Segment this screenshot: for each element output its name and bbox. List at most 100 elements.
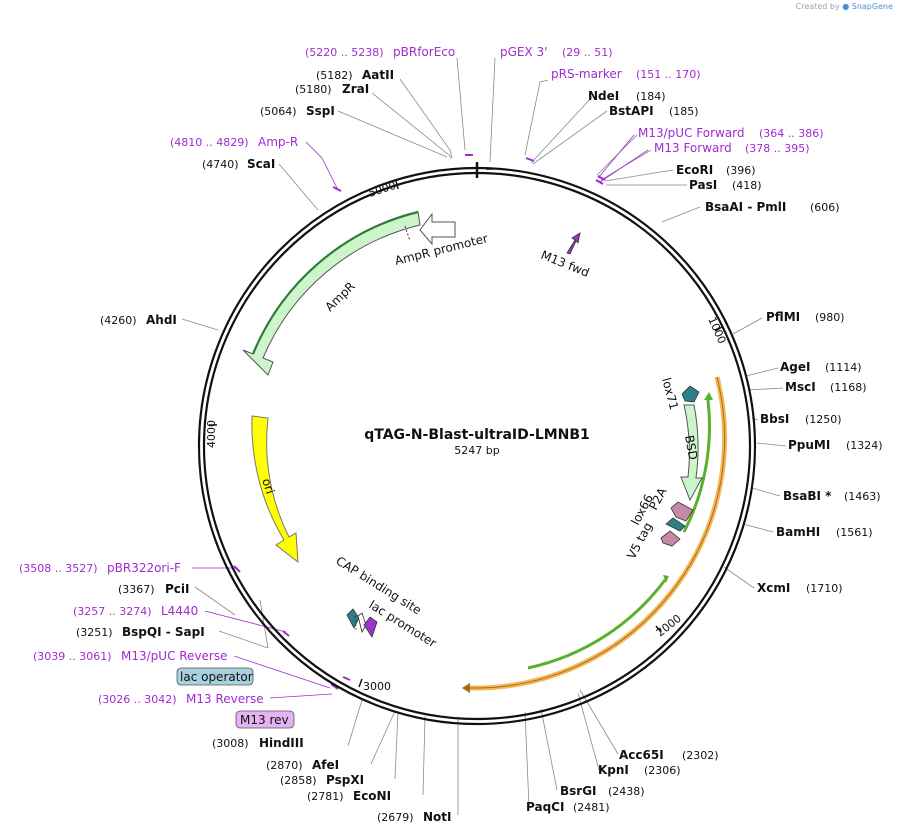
insert-orange-arc [462,376,728,693]
enzyme-name-ecori: EcoRI [676,163,713,177]
enzyme-pos-aatii: (5182) [316,69,353,82]
enzyme-name-noti: NotI [423,810,452,824]
m13-rev-label: M13 rev [240,713,289,727]
m13-fwd-label: M13 fwd [539,248,591,280]
enzyme-name-acc65i: Acc65I [619,748,664,762]
enzyme-pos-bbsi: (1250) [805,413,842,426]
enzyme-pos-bamhi: (1561) [836,526,873,539]
green-orf-arcs [527,399,711,670]
enzyme-name-bbsi: BbsI [760,412,789,426]
green-arc-head-top [704,392,713,400]
enzyme-pos-bsrgi: (2438) [608,785,645,798]
enzyme-pos-bstapi: (185) [669,105,699,118]
v5-tag-arrow [660,530,681,547]
enzyme-name-pflmi: PflMI [766,310,800,324]
enzyme-name-msci: MscI [785,380,816,394]
primer-name-pbrforeco: pBRforEco [393,45,455,59]
primer-name-pgex3: pGEX 3' [500,45,547,59]
enzyme-pos-sspi: (5064) [260,105,297,118]
enzyme-name-bspqi-sapi: BspQI - SapI [122,625,205,639]
primer-pos-m13-reverse: (3026 .. 3042) [98,693,177,706]
enzyme-name-ppumi: PpuMI [788,438,830,452]
enzyme-name-sspi: SspI [306,104,335,118]
primer-pos-pbrforeco: (5220 .. 5238) [305,46,384,59]
enzyme-name-pcii: PciI [165,582,190,596]
enzyme-pos-pflmi: (980) [815,311,845,324]
primer-name-l4440: L4440 [161,604,198,618]
enzyme-name-pasi: PasI [689,178,717,192]
enzyme-name-zrai: ZraI [342,82,369,96]
primer-pos-pgex3: (29 .. 51) [562,46,613,59]
primer-name-m13-reverse: M13 Reverse [186,692,264,706]
lox66-arrow [665,517,686,532]
primer-pos-m13-forward: (378 .. 395) [745,142,810,155]
enzyme-name-hindiii: HindIII [259,736,304,750]
lox71-label: lox71 [659,376,681,411]
enzyme-name-ndei: NdeI [588,89,619,103]
lac-operator-box [176,667,254,686]
enzyme-name-agei: AgeI [780,360,810,374]
lox71-arrow [681,385,700,403]
enzyme-pos-econi: (2781) [307,790,344,803]
enzyme-name-bsrgi: BsrGI [560,784,597,798]
primer-pos-prs-marker: (151 .. 170) [636,68,701,81]
leader-lines [181,57,787,815]
enzyme-pos-xcmi: (1710) [806,582,843,595]
lac-cluster [346,608,378,638]
enzyme-name-ahdi: AhdI [146,313,177,327]
enzyme-name-afei: AfeI [312,758,339,772]
primer-name-amp-r: Amp-R [258,135,298,149]
snapgene-credit: Created by ● SnapGene [796,2,893,11]
enzyme-labels: (5182) AatII (5180) ZraI (5064) SspI (47… [76,68,883,824]
primer-pos-l4440: (3257 .. 3274) [73,605,152,618]
primer-labels: (5220 .. 5238) pBRforEco pGEX 3' (29 .. … [19,45,824,706]
enzyme-name-kpni: KpnI [598,763,629,777]
green-arc-head-bottom [663,575,669,583]
primer-pos-pbr322ori-f: (3508 .. 3527) [19,562,98,575]
credit-prefix: Created by [795,2,840,11]
primer-name-prs-marker: pRS-marker [551,67,622,81]
enzyme-name-bamhi: BamHI [776,525,820,539]
enzyme-pos-bsabi: (1463) [844,490,881,503]
enzyme-pos-bspqi-sapi: (3251) [76,626,113,639]
m13-rev-box [235,710,295,729]
enzyme-name-aatii: AatII [362,68,394,82]
bsd-arrow [680,404,703,502]
enzyme-name-bstapi: BstAPI [609,104,654,118]
enzyme-pos-msci: (1168) [830,381,867,394]
primer-name-m13-puc-reverse: M13/pUC Reverse [121,649,228,663]
enzyme-pos-agei: (1114) [825,361,862,374]
enzyme-pos-paqci: (2481) [573,801,610,814]
enzyme-name-paqci: PaqCI [526,800,564,814]
primer-pos-m13-puc-forward: (364 .. 386) [759,127,824,140]
enzyme-pos-bsaai-pmli: (606) [810,201,840,214]
ampr-arrow [242,210,421,376]
plasmid-name: qTAG-N-Blast-ultraID-LMNB1 [364,427,590,443]
enzyme-name-bsaai-pmli: BsaAI - PmlI [705,200,786,214]
enzyme-pos-ndei: (184) [636,90,666,103]
enzyme-name-xcmi: XcmI [757,581,790,595]
ori-label: ori [259,477,277,496]
primer-pos-m13-puc-reverse: (3039 .. 3061) [33,650,112,663]
enzyme-pos-pcii: (3367) [118,583,155,596]
enzyme-pos-pasi: (418) [732,179,762,192]
ampr-promoter-arrow [419,212,456,246]
enzyme-pos-ecori: (396) [726,164,756,177]
primer-name-m13-forward: M13 Forward [654,141,732,155]
enzyme-pos-ppumi: (1324) [846,439,883,452]
enzyme-name-econi: EcoNI [353,789,391,803]
tick-label-4000: 4000 [205,420,218,448]
p2a-arrow [670,501,694,522]
enzyme-name-pspxi: PspXI [326,773,364,787]
enzyme-pos-hindiii: (3008) [212,737,249,750]
m13-fwd-arrow [566,232,581,255]
enzyme-name-scai: ScaI [247,157,275,171]
lac-operator-label: lac operator [180,670,253,684]
ampr-dotted-divider [404,225,411,242]
enzyme-pos-afei: (2870) [266,759,303,772]
ruler-ticks [209,180,723,688]
ori-arrow [251,415,299,564]
enzyme-pos-zrai: (5180) [295,83,332,96]
primer-pos-amp-r: (4810 .. 4829) [170,136,249,149]
